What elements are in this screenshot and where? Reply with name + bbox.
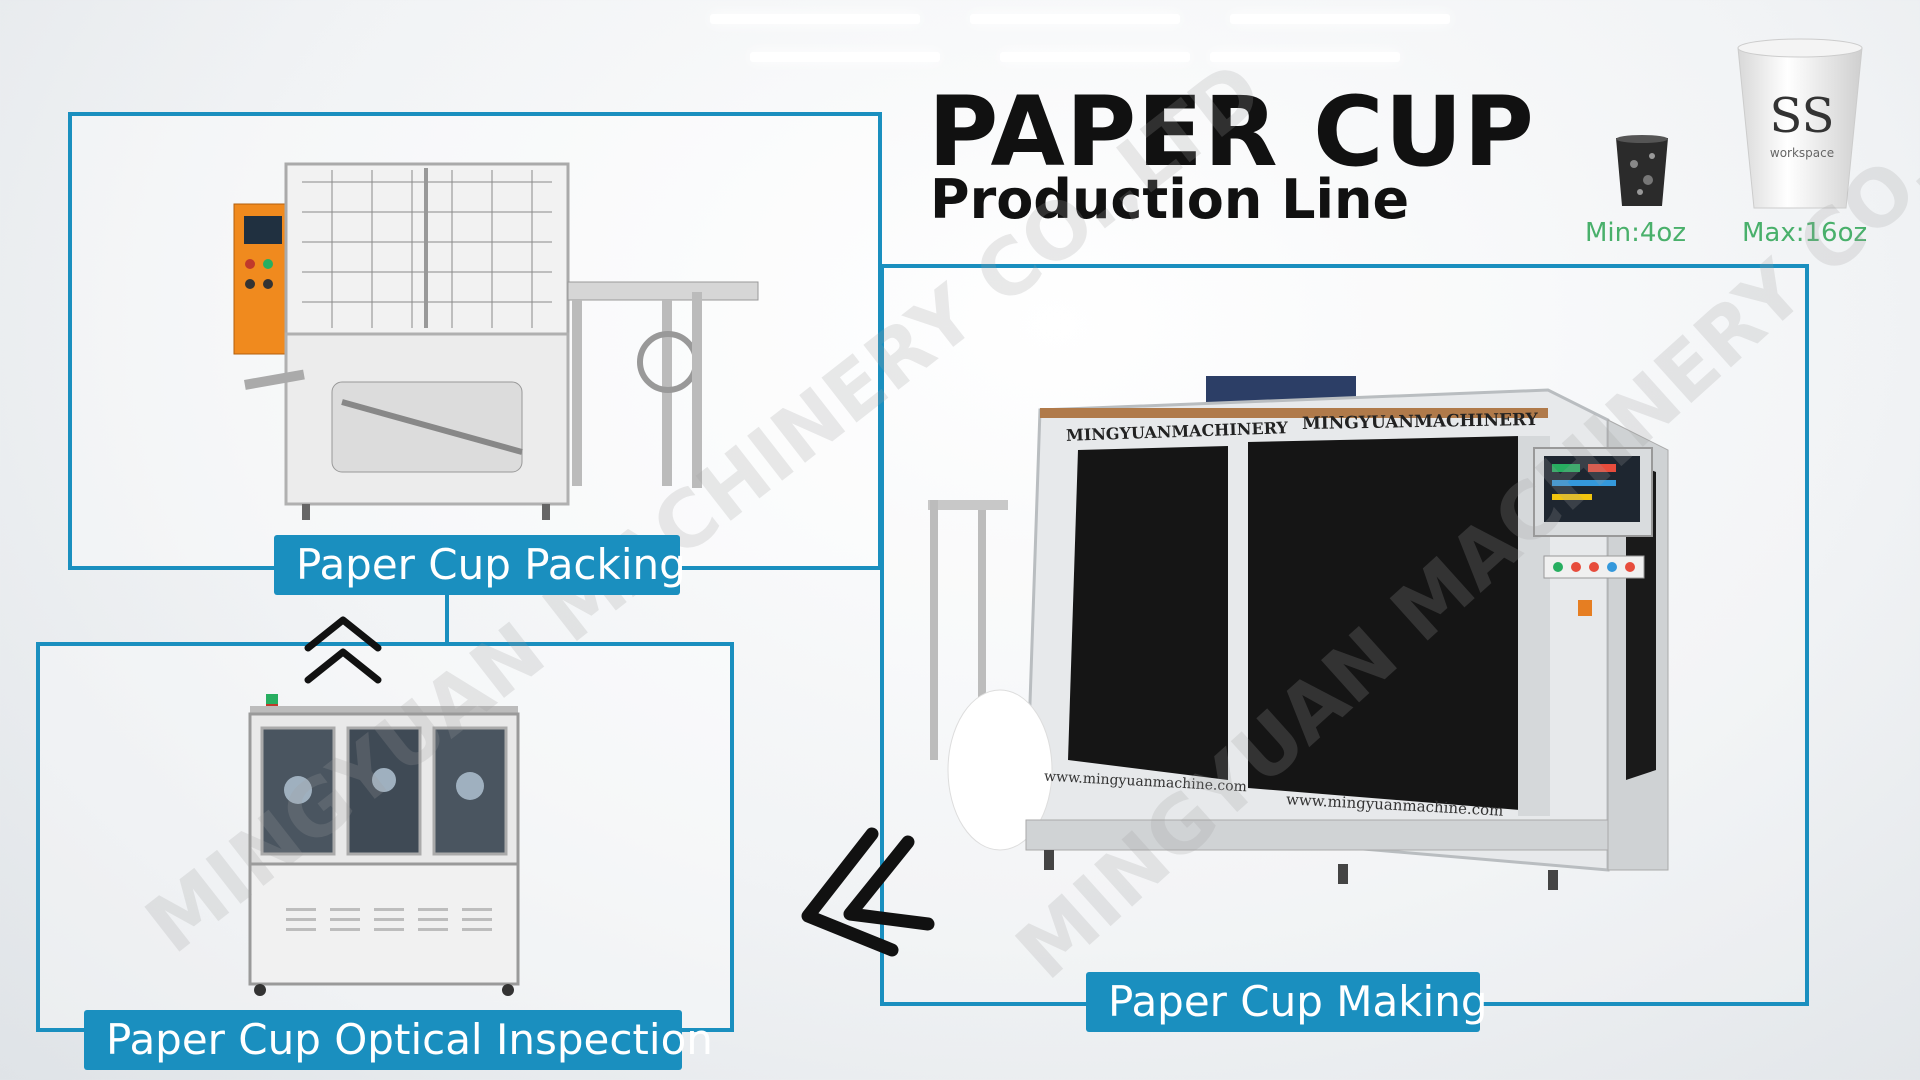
inspection-label: Paper Cup Optical Inspection — [84, 1010, 713, 1070]
packing-label: Paper Cup Packing — [274, 535, 686, 595]
ceiling-light — [1230, 14, 1450, 24]
making-label: Paper Cup Making — [1086, 972, 1488, 1032]
small-cup-image — [1612, 134, 1672, 210]
machine-brand-right: MINGYUANMACHINERY — [1301, 409, 1538, 435]
min-size-label: Min:4oz — [1585, 218, 1686, 248]
ceiling-light — [710, 14, 920, 24]
connector-line — [445, 594, 449, 646]
ceiling-light — [750, 52, 940, 62]
page-title: PAPER CUP — [928, 76, 1535, 188]
making-machine-image — [908, 350, 1748, 950]
large-cup-text: workspace — [1769, 146, 1835, 160]
inspection-machine-image — [246, 660, 522, 1000]
large-cup-image — [1732, 36, 1868, 214]
packing-machine-image — [222, 152, 802, 532]
ceiling-light — [970, 14, 1180, 24]
ceiling-light — [1210, 52, 1400, 62]
max-size-label: Max:16oz — [1742, 218, 1868, 248]
large-cup-logo: SS — [1769, 88, 1835, 144]
double-chevron-up-icon — [302, 612, 384, 690]
page-subtitle: Production Line — [930, 168, 1410, 231]
double-chevron-left-icon — [792, 820, 942, 966]
ceiling-light — [1000, 52, 1190, 62]
